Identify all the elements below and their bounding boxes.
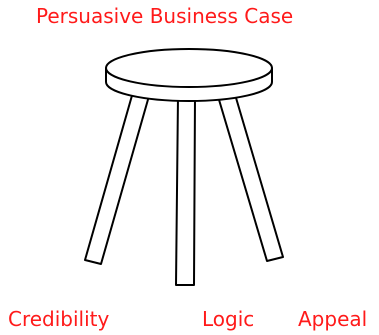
leg-label-appeal: Appeal xyxy=(298,307,368,331)
stool-seat-top xyxy=(105,48,273,88)
diagram-title: Persuasive Business Case xyxy=(36,4,294,28)
stool-leg-left xyxy=(84,91,150,265)
leg-label-credibility: Credibility xyxy=(8,307,110,331)
stool-leg-center xyxy=(175,95,196,286)
leg-label-logic: Logic xyxy=(202,307,255,331)
stool-leg-right xyxy=(216,90,284,262)
